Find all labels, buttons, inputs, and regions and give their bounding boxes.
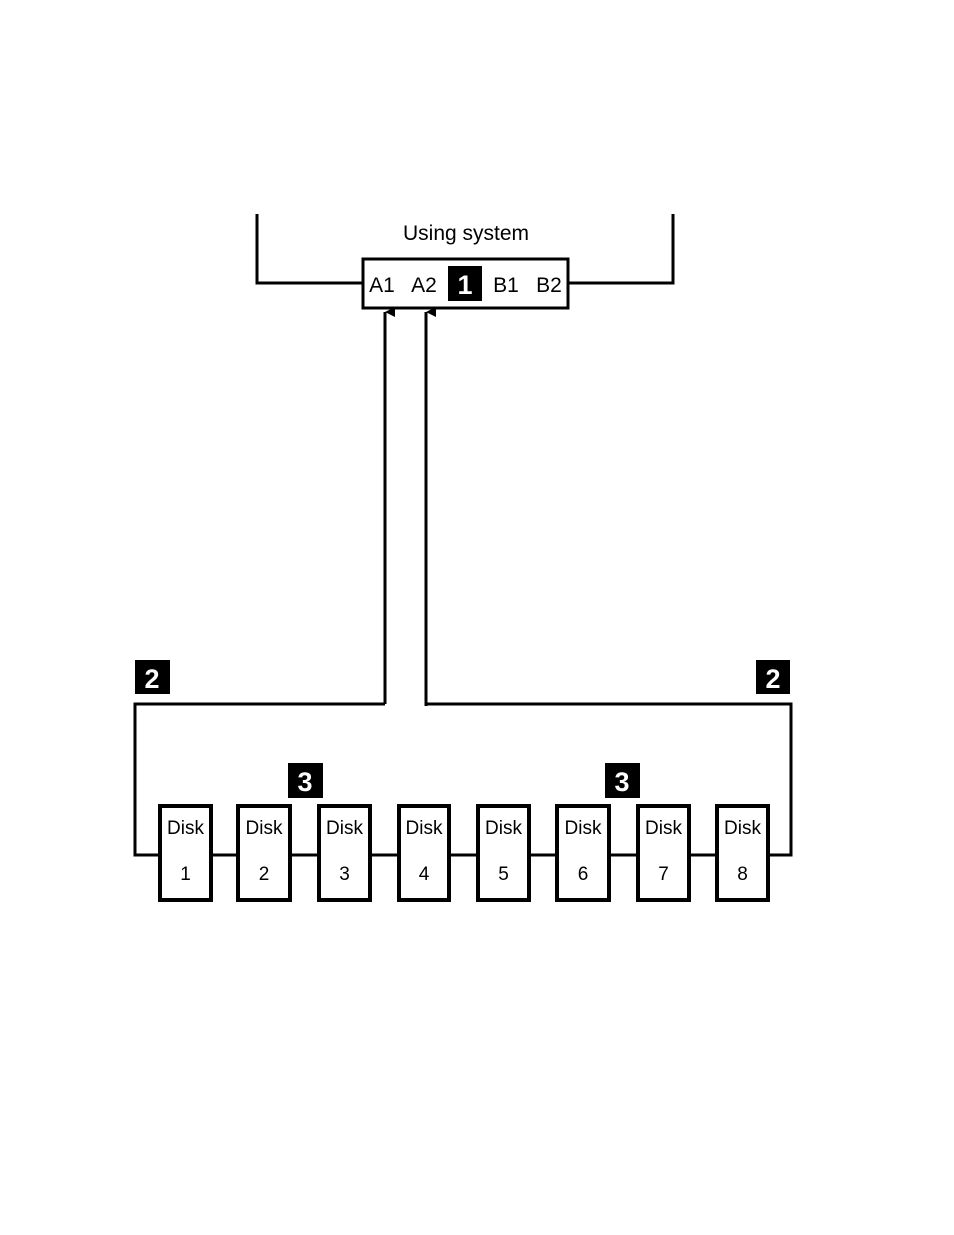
disk-4-number: 4: [419, 864, 430, 885]
system-outline-left: [257, 214, 363, 283]
disk-3-number: 3: [339, 864, 350, 885]
disk-2-label: Disk: [246, 818, 283, 839]
disk-7: Disk 7: [638, 806, 689, 900]
disk-8-number: 8: [737, 864, 748, 885]
loop-connections: [135, 312, 791, 855]
callout-2-right: 2: [756, 660, 790, 694]
disk-1-label: Disk: [167, 818, 204, 839]
disk-6: Disk 6: [557, 806, 609, 900]
port-b2: B2: [536, 274, 562, 297]
callout-3-right-text: 3: [614, 767, 629, 797]
disk-7-label: Disk: [645, 818, 682, 839]
disk-5: Disk 5: [478, 806, 529, 900]
disk-4-label: Disk: [406, 818, 443, 839]
using-system: Using system A1 A2 1 B1 B2: [257, 214, 673, 308]
callout-3-right: 3: [605, 763, 640, 798]
port-a2: A2: [411, 274, 437, 297]
disk-4: Disk 4: [399, 806, 449, 900]
disk-5-number: 5: [498, 864, 509, 885]
disk-5-label: Disk: [485, 818, 522, 839]
disk-6-label: Disk: [565, 818, 602, 839]
disk-7-number: 7: [658, 864, 669, 885]
system-title: Using system: [403, 222, 529, 245]
disk-3: Disk 3: [319, 806, 370, 900]
disk-1: Disk 1: [160, 806, 211, 900]
callout-1: 1: [448, 266, 482, 301]
disk-1-number: 1: [180, 864, 191, 885]
port-a1: A1: [369, 274, 395, 297]
port-b1: B1: [493, 274, 519, 297]
callout-2-right-text: 2: [765, 664, 780, 694]
callout-3-left: 3: [288, 763, 323, 798]
disk-2: Disk 2: [238, 806, 290, 900]
disk-8-label: Disk: [724, 818, 761, 839]
callout-1-text: 1: [457, 270, 472, 300]
disk-6-number: 6: [578, 864, 589, 885]
system-outline-right: [568, 214, 673, 283]
callout-3-left-text: 3: [297, 767, 312, 797]
callout-2-left: 2: [135, 660, 170, 694]
disk-3-label: Disk: [326, 818, 363, 839]
disk-8: Disk 8: [717, 806, 768, 900]
callout-2-left-text: 2: [144, 664, 159, 694]
disk-2-number: 2: [259, 864, 270, 885]
